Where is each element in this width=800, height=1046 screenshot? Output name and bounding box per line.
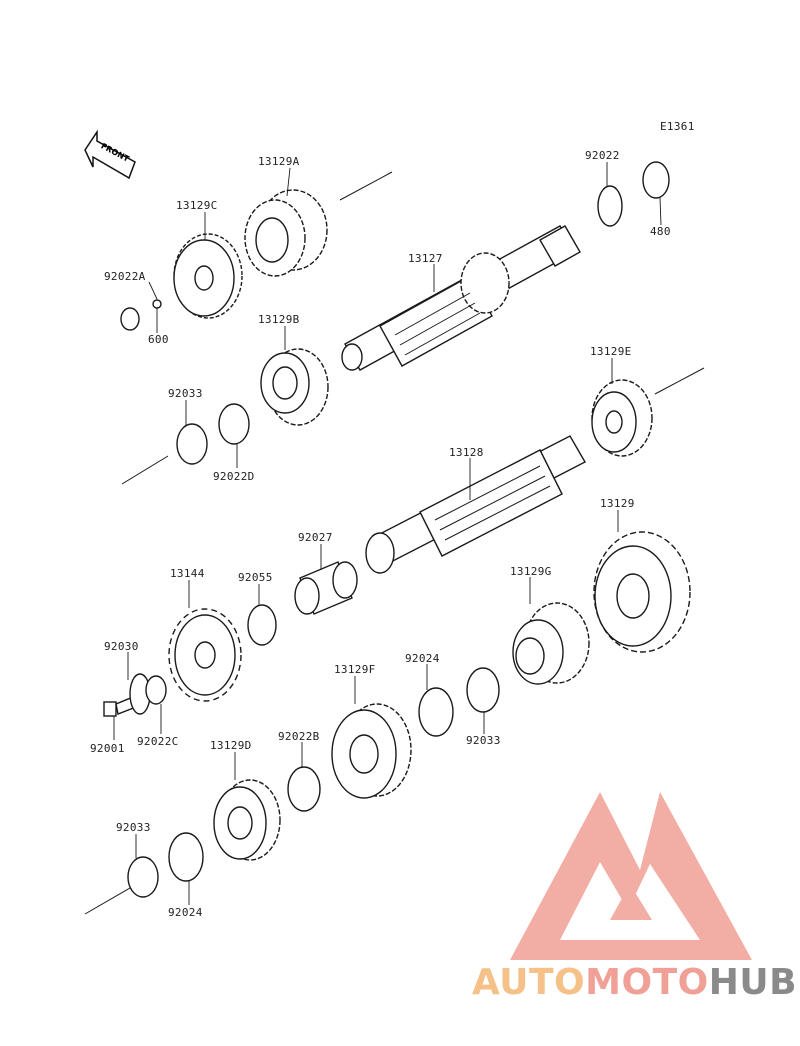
ball-600[interactable] <box>152 299 162 309</box>
washer-92024-middle[interactable] <box>418 687 454 737</box>
label-13144: 13144 <box>170 567 205 580</box>
leader-lines <box>113 162 662 905</box>
watermark-hub: HUB <box>709 962 797 1003</box>
label-92033-lower: 92033 <box>116 821 151 834</box>
gear-13129b[interactable] <box>260 348 329 426</box>
o-ring-92055[interactable] <box>247 604 277 646</box>
label-480: 480 <box>650 225 671 238</box>
gear-13129f[interactable] <box>331 703 412 799</box>
logo-triangle-core <box>610 884 652 920</box>
label-92027: 92027 <box>298 531 333 544</box>
label-92030: 92030 <box>104 640 139 653</box>
gear-13129a[interactable] <box>244 189 328 277</box>
part-labels: 13129C 13129A 92022A 600 13127 92022 480… <box>90 149 671 919</box>
axis-line <box>121 455 169 485</box>
gear-13129c[interactable] <box>173 233 243 319</box>
label-13129f: 13129F <box>334 663 376 676</box>
label-92033-middle: 92033 <box>466 734 501 747</box>
washer-92024-lower[interactable] <box>168 832 204 882</box>
label-92022: 92022 <box>585 149 620 162</box>
label-92001: 92001 <box>90 742 125 755</box>
label-13129e: 13129E <box>590 345 632 358</box>
gear-13129e[interactable] <box>591 379 653 457</box>
label-13129d: 13129D <box>210 739 252 752</box>
axis-line <box>654 367 705 395</box>
label-13129g: 13129G <box>510 565 552 578</box>
label-13129a: 13129A <box>258 155 300 168</box>
logo-triangle-inner <box>560 862 700 940</box>
watermark-moto: MOTO <box>585 962 709 1003</box>
circlip-92033-middle[interactable] <box>466 667 500 713</box>
washer-92022a[interactable] <box>120 307 140 331</box>
front-arrow-icon: FRONT <box>84 129 136 180</box>
washer-92022d[interactable] <box>218 403 250 445</box>
watermark-auto: AUTO <box>472 962 585 1003</box>
sprocket-13144[interactable] <box>168 608 242 702</box>
label-13129b: 13129B <box>258 313 300 326</box>
label-600: 600 <box>148 333 169 346</box>
label-92055: 92055 <box>238 571 273 584</box>
label-13129: 13129 <box>600 497 635 510</box>
axis-line <box>84 887 131 915</box>
bushing-92027[interactable] <box>294 561 358 615</box>
label-92033-upper: 92033 <box>168 387 203 400</box>
label-92022d: 92022D <box>213 470 255 483</box>
washer-92022b[interactable] <box>287 766 321 812</box>
label-92022c: 92022C <box>137 735 179 748</box>
washer-92022c[interactable] <box>145 675 167 705</box>
gear-13129d[interactable] <box>213 779 281 861</box>
automotohub-logo <box>510 792 752 960</box>
circlip-92033-upper[interactable] <box>176 423 208 465</box>
logo-triangle-outer <box>510 792 752 960</box>
label-92024-lower: 92024 <box>168 906 203 919</box>
watermark-text: AUTOMOTOHUB <box>472 962 797 1003</box>
shaft-13128[interactable] <box>365 435 586 574</box>
label-13129c: 13129C <box>176 199 218 212</box>
circlip-480[interactable] <box>642 161 670 199</box>
circlip-92033-lower[interactable] <box>127 856 159 898</box>
gear-13129[interactable] <box>593 531 691 653</box>
gear-13129g[interactable] <box>512 602 590 685</box>
axis-line <box>339 171 393 201</box>
label-13128: 13128 <box>449 446 484 459</box>
label-13127: 13127 <box>408 252 443 265</box>
diagram-code: E1361 <box>660 120 695 133</box>
label-92022b: 92022B <box>278 730 320 743</box>
label-92024-middle: 92024 <box>405 652 440 665</box>
washer-92022[interactable] <box>597 185 623 227</box>
label-92022a: 92022A <box>104 270 146 283</box>
shaft-13127[interactable] <box>341 225 581 371</box>
